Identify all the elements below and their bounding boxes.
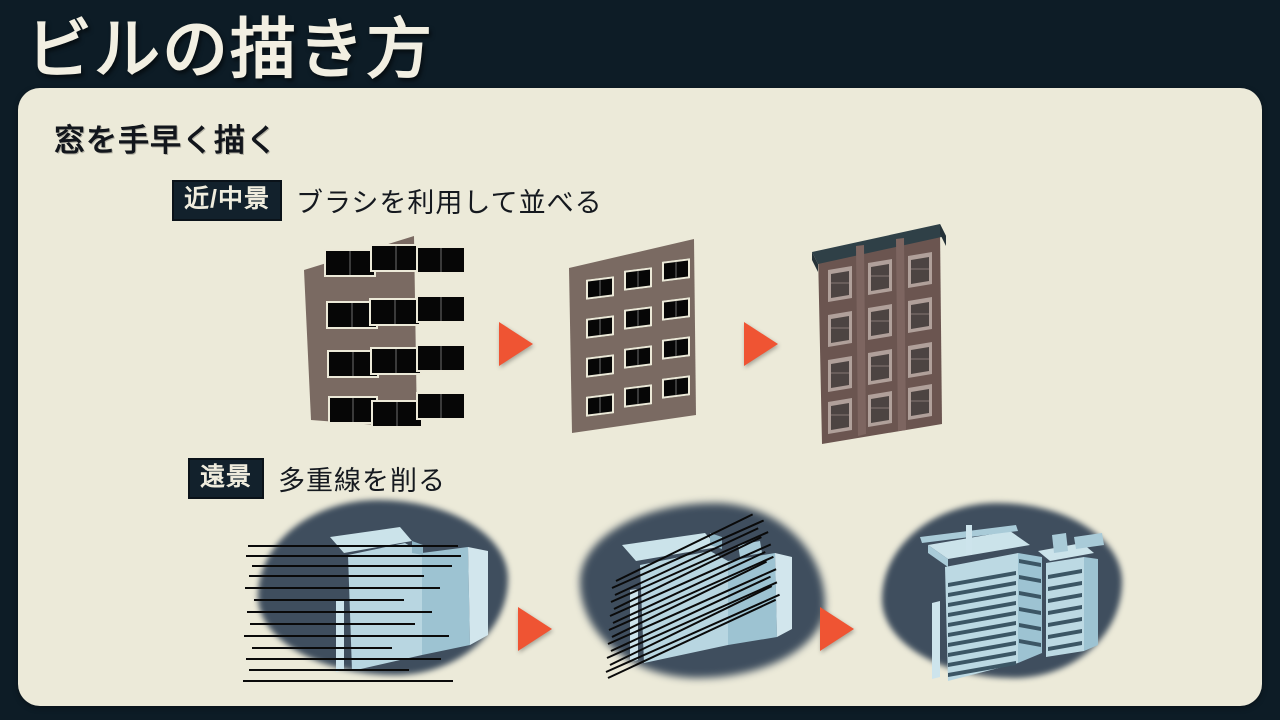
scribble-line [252, 647, 392, 649]
window [586, 315, 614, 339]
scribble-line [243, 680, 453, 682]
window [328, 396, 378, 424]
window [370, 347, 422, 375]
window [624, 384, 652, 408]
window [369, 298, 421, 326]
window [324, 249, 376, 277]
scribble-line [248, 545, 458, 547]
illustration-finished-building [800, 212, 960, 447]
badge-near-mid-description: ブラシを利用して並べる [295, 187, 603, 218]
window [416, 246, 466, 274]
illustration-distant-scribble-diagonal [570, 495, 835, 700]
scribble-line [246, 555, 461, 557]
scribble-line [246, 658, 441, 660]
illustration-distant-clean [870, 495, 1135, 700]
scribble-line [252, 565, 452, 567]
distant-tower-shape [920, 525, 1104, 681]
arrow-step-2-to-3-icon [744, 322, 778, 366]
window [370, 244, 422, 272]
scribble-line [245, 587, 440, 589]
window [662, 297, 690, 321]
scribble-line [250, 623, 415, 625]
window [624, 345, 652, 369]
scribble-line [247, 611, 432, 613]
illustration-rough-facade [296, 228, 511, 428]
arrow-distant-1-to-2-icon [518, 607, 552, 651]
row-2-label-group: 遠景 多重線を削る [188, 458, 446, 499]
page-title: ビルの描き方 [26, 12, 434, 86]
arrow-step-1-to-2-icon [499, 322, 533, 366]
section-heading: 窓を手早く描く [54, 123, 278, 158]
window [416, 344, 466, 372]
window [416, 392, 466, 420]
scribble-line [244, 635, 449, 637]
window [624, 267, 652, 291]
arrow-distant-2-to-3-icon [820, 607, 854, 651]
window [586, 354, 614, 378]
window [586, 276, 614, 300]
illustration-aligned-facade [566, 228, 706, 433]
window [586, 393, 614, 417]
facade-shape [304, 236, 417, 428]
window [662, 375, 690, 399]
finished-building-shape [812, 224, 946, 444]
window [662, 258, 690, 282]
window [416, 295, 466, 323]
window [624, 306, 652, 330]
illustration-distant-scribble-horizontal [240, 495, 525, 700]
scribble-line [254, 599, 404, 601]
badge-distant: 遠景 [188, 458, 265, 499]
row-1-label-group: 近/中景 ブラシを利用して並べる [172, 180, 603, 221]
badge-distant-description: 多重線を削る [278, 465, 447, 496]
badge-near-mid: 近/中景 [172, 180, 282, 221]
window [662, 336, 690, 360]
scribble-line [249, 669, 409, 671]
scribble-line [249, 575, 424, 577]
